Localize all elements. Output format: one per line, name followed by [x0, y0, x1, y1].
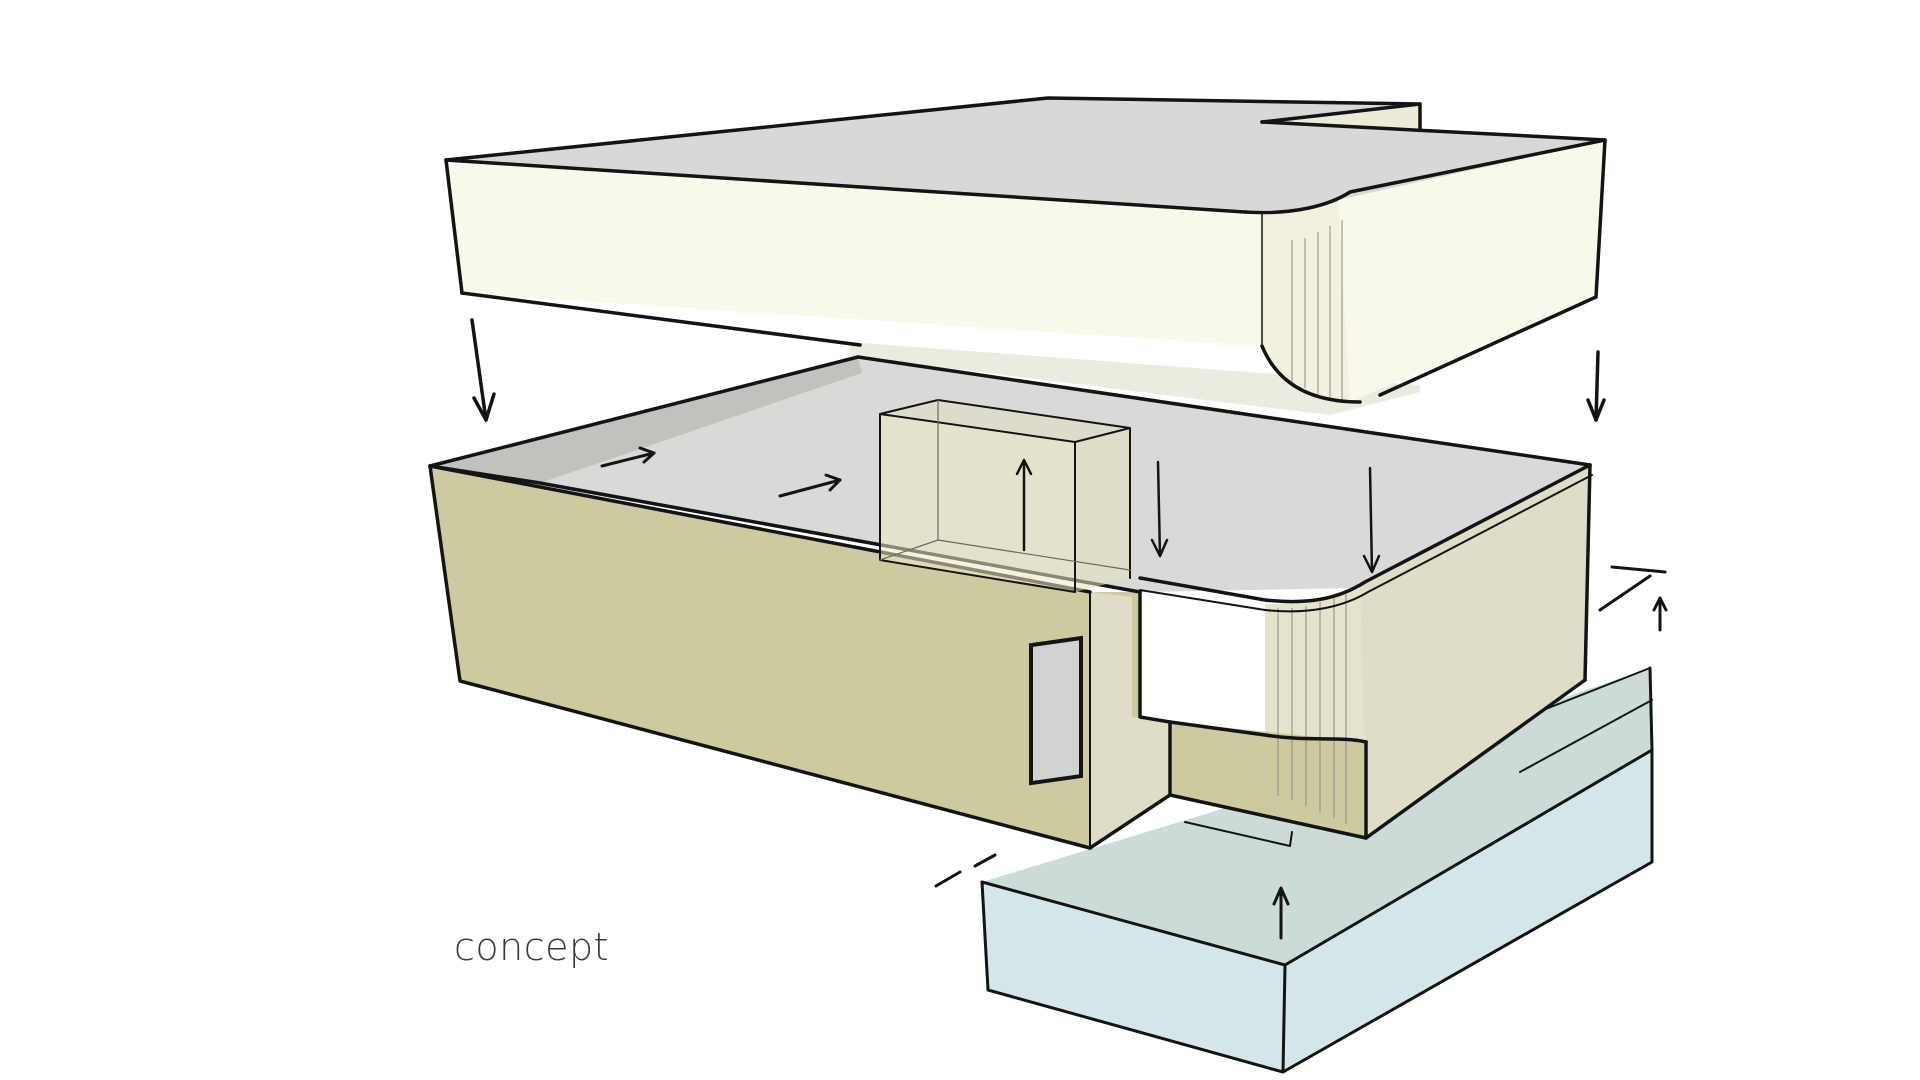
window	[1029, 635, 1083, 786]
roof-volume	[444, 96, 1607, 415]
arrow-down-top-2	[1362, 466, 1381, 574]
base-front-face	[982, 882, 1285, 1072]
arrow-up-base-right	[1652, 596, 1668, 632]
roof-underside	[850, 342, 1420, 415]
core-right-face	[1075, 428, 1130, 592]
arrow-slide-2	[778, 473, 842, 498]
movement-arrows	[470, 318, 1668, 940]
base-projection-marks	[934, 565, 1667, 888]
base-outline	[980, 666, 1654, 1074]
core-outline	[879, 399, 1131, 593]
roof-outline	[444, 96, 1607, 404]
arrow-down-left	[470, 318, 496, 422]
caption-concept: concept	[454, 925, 610, 969]
core-front-face	[880, 414, 1075, 592]
middle-right-wall	[1360, 465, 1590, 838]
arrow-up-base	[1272, 886, 1290, 940]
arrow-slide-1	[600, 446, 656, 468]
arrow-up-core	[1015, 458, 1033, 552]
core-volume	[879, 399, 1131, 593]
roof-right-face	[1338, 140, 1605, 402]
base-right-face	[1283, 750, 1652, 1072]
middle-lower-band	[1170, 722, 1366, 838]
middle-front-wall	[430, 466, 1170, 848]
middle-recess	[1090, 592, 1170, 848]
roof-curve-hatch	[1291, 220, 1343, 401]
roof-front-face	[446, 160, 1262, 346]
middle-curve-hatch	[1277, 594, 1347, 824]
arrow-down-right	[1586, 350, 1606, 422]
middle-parapet	[430, 357, 862, 483]
arrow-down-top-1	[1150, 460, 1169, 558]
core-top-face	[880, 400, 1130, 442]
roof-curved-corner	[1262, 200, 1360, 402]
